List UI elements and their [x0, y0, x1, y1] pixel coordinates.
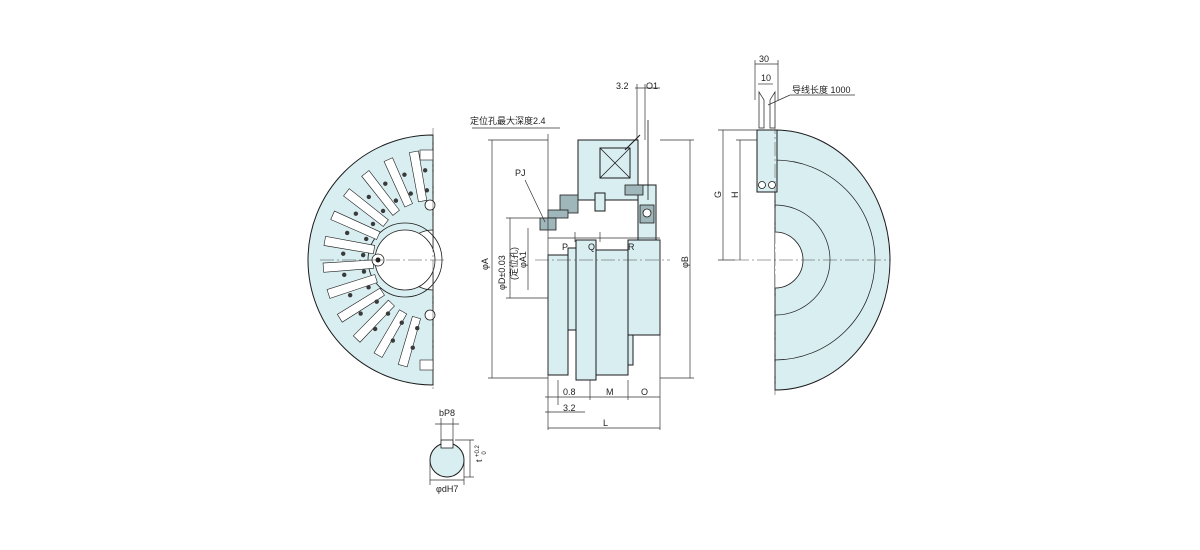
slot: [409, 150, 428, 203]
side-view: [472, 84, 694, 430]
profile-view: [718, 60, 891, 395]
vent-hole: [366, 194, 372, 200]
slot: [361, 170, 400, 216]
slot: [322, 259, 374, 273]
label-t-sub: 0: [482, 451, 488, 455]
vent-hole: [372, 326, 378, 332]
label-t: t +0.2 0: [471, 443, 488, 462]
vent-hole: [410, 345, 415, 350]
slot: [373, 309, 408, 358]
slot: [383, 157, 413, 208]
radial-slots: [322, 150, 428, 368]
slot: [336, 287, 385, 323]
slot: [352, 299, 395, 343]
label-10: 10: [761, 73, 771, 83]
label-g: G: [713, 191, 723, 198]
vent-hole: [399, 320, 404, 325]
label-pj: PJ: [515, 168, 526, 178]
label-0-8: 0.8: [563, 387, 576, 397]
label-locating-hole: (定位孔): [508, 247, 519, 280]
front-view: [307, 128, 445, 392]
label-3-2-top: 3.2: [616, 81, 629, 91]
vent-hole: [385, 311, 391, 316]
label-phi-d-h7: φdH7: [436, 484, 458, 494]
label-o: O: [641, 387, 648, 397]
vent-hole: [390, 338, 396, 343]
vent-hole: [347, 292, 353, 298]
label-phi-b: φB: [680, 256, 690, 268]
label-h: H: [730, 192, 740, 199]
label-phi-a: φA: [480, 258, 490, 270]
slot: [330, 210, 381, 240]
label-p: P: [562, 242, 568, 252]
vent-hole: [402, 172, 407, 177]
slot: [326, 274, 378, 299]
label-30: 30: [759, 54, 769, 64]
vent-hole: [341, 251, 346, 256]
vent-hole: [361, 269, 367, 274]
slot: [323, 236, 376, 255]
vent-hole: [380, 208, 386, 214]
vent-hole: [415, 326, 420, 331]
slot: [397, 316, 421, 368]
vent-hole: [408, 191, 413, 196]
label-m: M: [606, 387, 614, 397]
label-3-2-bottom: 3.2: [563, 403, 576, 413]
vent-hole: [383, 181, 388, 186]
label-r: R: [628, 242, 635, 252]
label-locating-hole-depth: 定位孔最大深度2.4: [470, 115, 546, 126]
label-t-sup: +0.2: [475, 444, 481, 457]
slot: [343, 188, 389, 227]
label-l: L: [603, 418, 608, 428]
vent-hole: [424, 188, 430, 193]
vent-hole: [344, 230, 350, 236]
radial-holes: [341, 168, 430, 350]
label-o1: O1: [646, 81, 658, 91]
label-b-p8: bP8: [439, 408, 455, 418]
keyway-detail: [429, 418, 474, 485]
vent-hole: [342, 272, 347, 278]
vent-hole: [370, 221, 376, 227]
vent-hole: [358, 311, 363, 316]
vent-hole: [422, 168, 428, 173]
vent-hole: [364, 236, 369, 242]
vent-hole: [374, 299, 379, 304]
label-t-main: t: [474, 459, 484, 462]
vent-hole: [366, 285, 371, 290]
vent-hole: [393, 198, 399, 203]
vent-hole: [360, 252, 366, 258]
label-phi-d: φD±0.03: [497, 255, 507, 290]
label-lead-wire: 导线长度 1000: [792, 84, 851, 95]
vent-hole: [353, 211, 359, 216]
label-q: Q: [588, 242, 595, 252]
label-phi-a1: φA1: [518, 251, 528, 268]
